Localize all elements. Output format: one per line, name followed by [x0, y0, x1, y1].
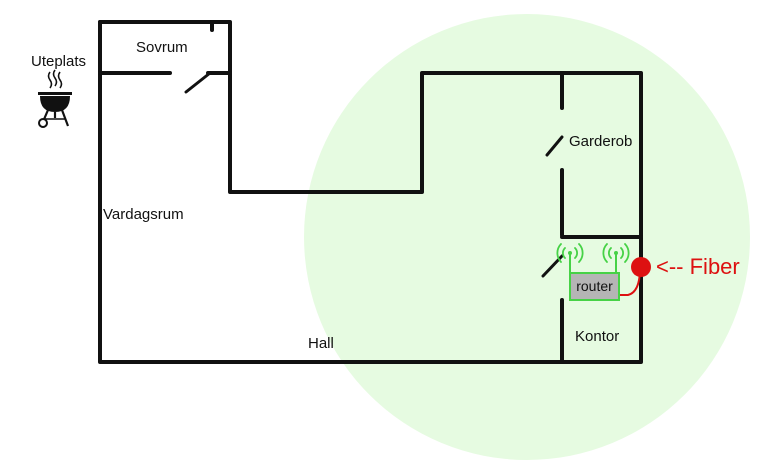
- label-office: Kontor: [575, 328, 619, 345]
- wardrobe-door: [545, 135, 564, 157]
- label-wardrobe: Garderob: [569, 133, 632, 150]
- bedroom-door: [184, 71, 212, 94]
- fiber-label: <-- Fiber: [656, 254, 740, 279]
- walls: [98, 20, 643, 364]
- label-living-room: Vardagsrum: [103, 206, 184, 223]
- grill-icon: [38, 69, 72, 128]
- wifi-antenna-icon: [556, 243, 584, 273]
- label-outdoor: Uteplats: [31, 53, 86, 70]
- wifi-antenna-icon: [602, 243, 630, 273]
- router: router: [569, 272, 620, 301]
- router-label: router: [576, 278, 613, 294]
- wifi-coverage-area: [304, 14, 750, 460]
- fiber-connection-icon: [631, 257, 651, 277]
- label-hall: Hall: [308, 335, 334, 352]
- router-box: [569, 272, 620, 301]
- label-bedroom: Sovrum: [136, 39, 188, 56]
